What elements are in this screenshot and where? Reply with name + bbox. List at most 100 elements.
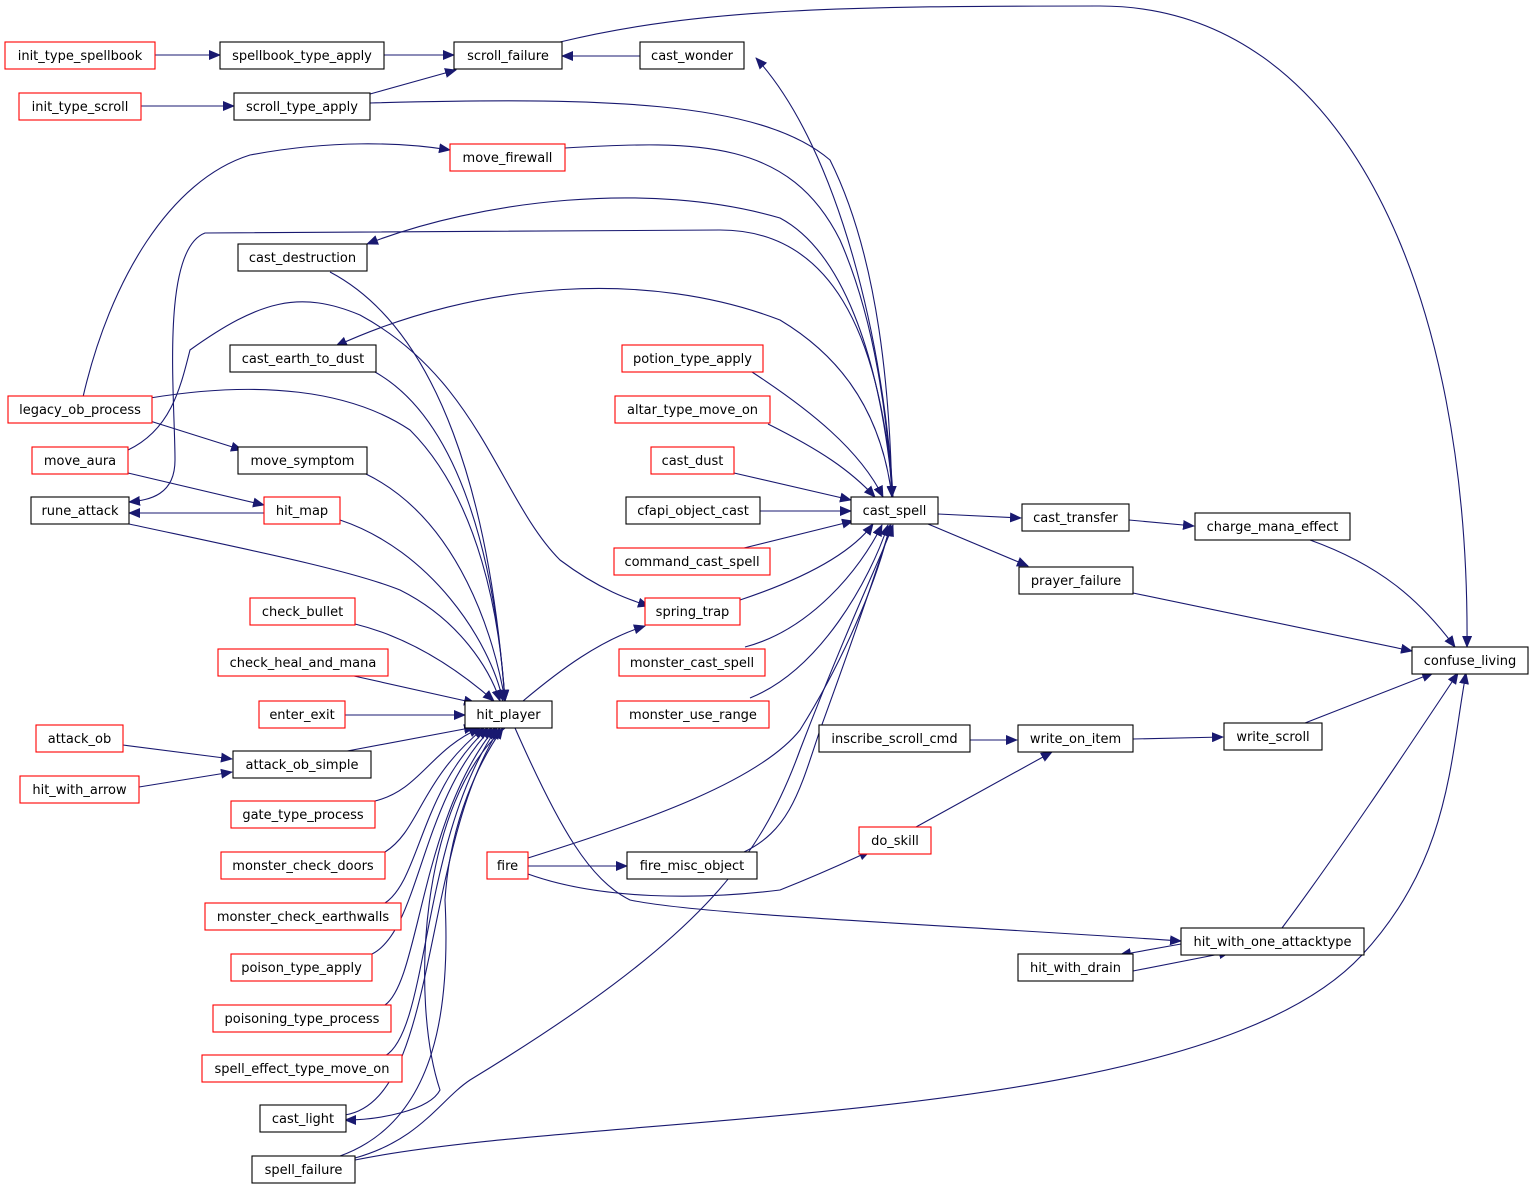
node-label-gate_type_process: gate_type_process (242, 808, 364, 823)
node-label-inscribe_scroll_cmd: inscribe_scroll_cmd (831, 732, 957, 747)
node-box-move_firewall (449, 143, 566, 172)
node-altar_type_move_on[interactable]: altar_type_move_on (614, 395, 771, 424)
node-box-enter_exit (258, 700, 346, 729)
node-check_bullet[interactable]: check_bullet (249, 597, 356, 626)
node-enter_exit[interactable]: enter_exit (258, 700, 346, 729)
node-init_type_spellbook[interactable]: init_type_spellbook (4, 41, 156, 70)
edge-write_on_item-write_scroll (1132, 732, 1224, 743)
node-cast_transfer[interactable]: cast_transfer (1021, 503, 1130, 532)
node-cast_earth_to_dust[interactable]: cast_earth_to_dust (229, 344, 377, 373)
edge-prayer_failure-confuse_living (1132, 592, 1413, 654)
node-box-prayer_failure (1018, 566, 1134, 595)
node-label-enter_exit: enter_exit (269, 708, 334, 723)
node-spell_failure[interactable]: spell_failure (251, 1155, 356, 1184)
edge-move_aura-hit_map (127, 472, 265, 508)
edge-write_scroll-confuse_living (1304, 672, 1434, 724)
node-move_firewall[interactable]: move_firewall (449, 143, 566, 172)
node-box-altar_type_move_on (614, 395, 771, 424)
edge-attack_ob_simple-hit_player (341, 724, 476, 753)
node-scroll_type_apply[interactable]: scroll_type_apply (233, 92, 371, 121)
node-monster_check_earthwalls[interactable]: monster_check_earthwalls (204, 902, 402, 931)
edge-hit_with_one_attacktype-hit_with_drain (1119, 943, 1182, 958)
node-attack_ob_simple[interactable]: attack_ob_simple (232, 750, 372, 779)
node-write_on_item[interactable]: write_on_item (1017, 724, 1134, 753)
node-label-charge_mana_effect: charge_mana_effect (1207, 520, 1339, 535)
node-box-write_scroll (1223, 722, 1323, 751)
node-box-write_on_item (1017, 724, 1134, 753)
node-label-init_type_scroll: init_type_scroll (32, 100, 129, 115)
node-label-rune_attack: rune_attack (41, 504, 119, 519)
edge-hit_with_arrow-attack_ob_simple (138, 768, 233, 788)
node-box-init_type_spellbook (4, 41, 156, 70)
node-label-do_skill: do_skill (871, 834, 919, 849)
node-hit_with_drain[interactable]: hit_with_drain (1017, 953, 1134, 982)
node-box-command_cast_spell (613, 547, 771, 576)
node-poisoning_type_process[interactable]: poisoning_type_process (212, 1004, 392, 1033)
node-cast_dust[interactable]: cast_dust (650, 446, 735, 475)
node-attack_ob[interactable]: attack_ob (35, 724, 124, 753)
node-box-cast_destruction (237, 243, 368, 272)
node-prayer_failure[interactable]: prayer_failure (1018, 566, 1134, 595)
node-box-do_skill (858, 826, 932, 855)
node-gate_type_process[interactable]: gate_type_process (230, 800, 376, 829)
node-box-legacy_ob_process (7, 395, 153, 424)
node-potion_type_apply[interactable]: potion_type_apply (621, 344, 764, 373)
node-monster_check_doors[interactable]: monster_check_doors (220, 851, 386, 880)
node-label-hit_with_one_attacktype: hit_with_one_attacktype (1193, 935, 1351, 950)
node-spring_trap[interactable]: spring_trap (644, 597, 741, 626)
node-box-spell_effect_type_move_on (201, 1054, 403, 1083)
node-box-hit_player (464, 700, 553, 729)
edge-move_aura-hit_player (127, 301, 650, 608)
node-label-spell_failure: spell_failure (265, 1163, 343, 1178)
node-confuse_living[interactable]: confuse_living (1411, 646, 1529, 675)
node-label-write_scroll: write_scroll (1236, 730, 1309, 745)
node-move_symptom[interactable]: move_symptom (237, 446, 368, 475)
node-check_heal_and_mana[interactable]: check_heal_and_mana (217, 648, 389, 677)
node-fire[interactable]: fire (486, 851, 529, 880)
node-init_type_scroll[interactable]: init_type_scroll (18, 92, 142, 121)
node-label-spellbook_type_apply: spellbook_type_apply (232, 49, 372, 64)
node-hit_map[interactable]: hit_map (263, 496, 341, 525)
node-monster_cast_spell[interactable]: monster_cast_spell (618, 648, 766, 677)
node-command_cast_spell[interactable]: command_cast_spell (613, 547, 771, 576)
edge-cast_dust-cast_spell (733, 472, 852, 503)
node-cast_destruction[interactable]: cast_destruction (237, 243, 368, 272)
node-spellbook_type_apply[interactable]: spellbook_type_apply (219, 41, 385, 70)
node-label-hit_with_arrow: hit_with_arrow (32, 783, 127, 798)
node-charge_mana_effect[interactable]: charge_mana_effect (1194, 512, 1351, 541)
node-label-command_cast_spell: command_cast_spell (624, 555, 759, 570)
edge-cast_spell-cast_earth_to_dust (335, 287, 893, 498)
node-poison_type_apply[interactable]: poison_type_apply (230, 953, 373, 982)
node-write_scroll[interactable]: write_scroll (1223, 722, 1323, 751)
edge-command_cast_spell-cast_spell (739, 518, 854, 550)
node-inscribe_scroll_cmd[interactable]: inscribe_scroll_cmd (818, 724, 971, 753)
edge-move_firewall-cast_spell (564, 144, 897, 498)
node-box-cfapi_object_cast (625, 496, 761, 525)
node-box-move_symptom (237, 446, 368, 475)
node-hit_player[interactable]: hit_player (464, 700, 553, 729)
node-hit_with_arrow[interactable]: hit_with_arrow (19, 775, 140, 804)
node-hit_with_one_attacktype[interactable]: hit_with_one_attacktype (1180, 927, 1365, 956)
node-cfapi_object_cast[interactable]: cfapi_object_cast (625, 496, 761, 525)
node-rune_attack[interactable]: rune_attack (30, 496, 130, 525)
node-cast_wonder[interactable]: cast_wonder (639, 41, 745, 70)
node-box-inscribe_scroll_cmd (818, 724, 971, 753)
node-monster_use_range[interactable]: monster_use_range (616, 700, 770, 729)
node-label-scroll_failure: scroll_failure (467, 49, 549, 64)
node-cast_light[interactable]: cast_light (259, 1104, 347, 1133)
node-do_skill[interactable]: do_skill (858, 826, 932, 855)
node-move_aura[interactable]: move_aura (31, 446, 129, 475)
node-cast_spell[interactable]: cast_spell (850, 496, 939, 525)
node-box-cast_transfer (1021, 503, 1130, 532)
node-label-hit_map: hit_map (276, 504, 328, 519)
node-spell_effect_type_move_on[interactable]: spell_effect_type_move_on (201, 1054, 403, 1083)
node-label-hit_player: hit_player (476, 708, 541, 723)
edge-legacy_ob_process-hit_player (149, 388, 510, 702)
node-fire_misc_object[interactable]: fire_misc_object (626, 851, 758, 880)
node-legacy_ob_process[interactable]: legacy_ob_process (7, 395, 153, 424)
node-box-cast_wonder (639, 41, 745, 70)
node-box-hit_with_arrow (19, 775, 140, 804)
edge-hit_player-spring_trap (522, 624, 646, 702)
node-scroll_failure[interactable]: scroll_failure (453, 41, 563, 70)
